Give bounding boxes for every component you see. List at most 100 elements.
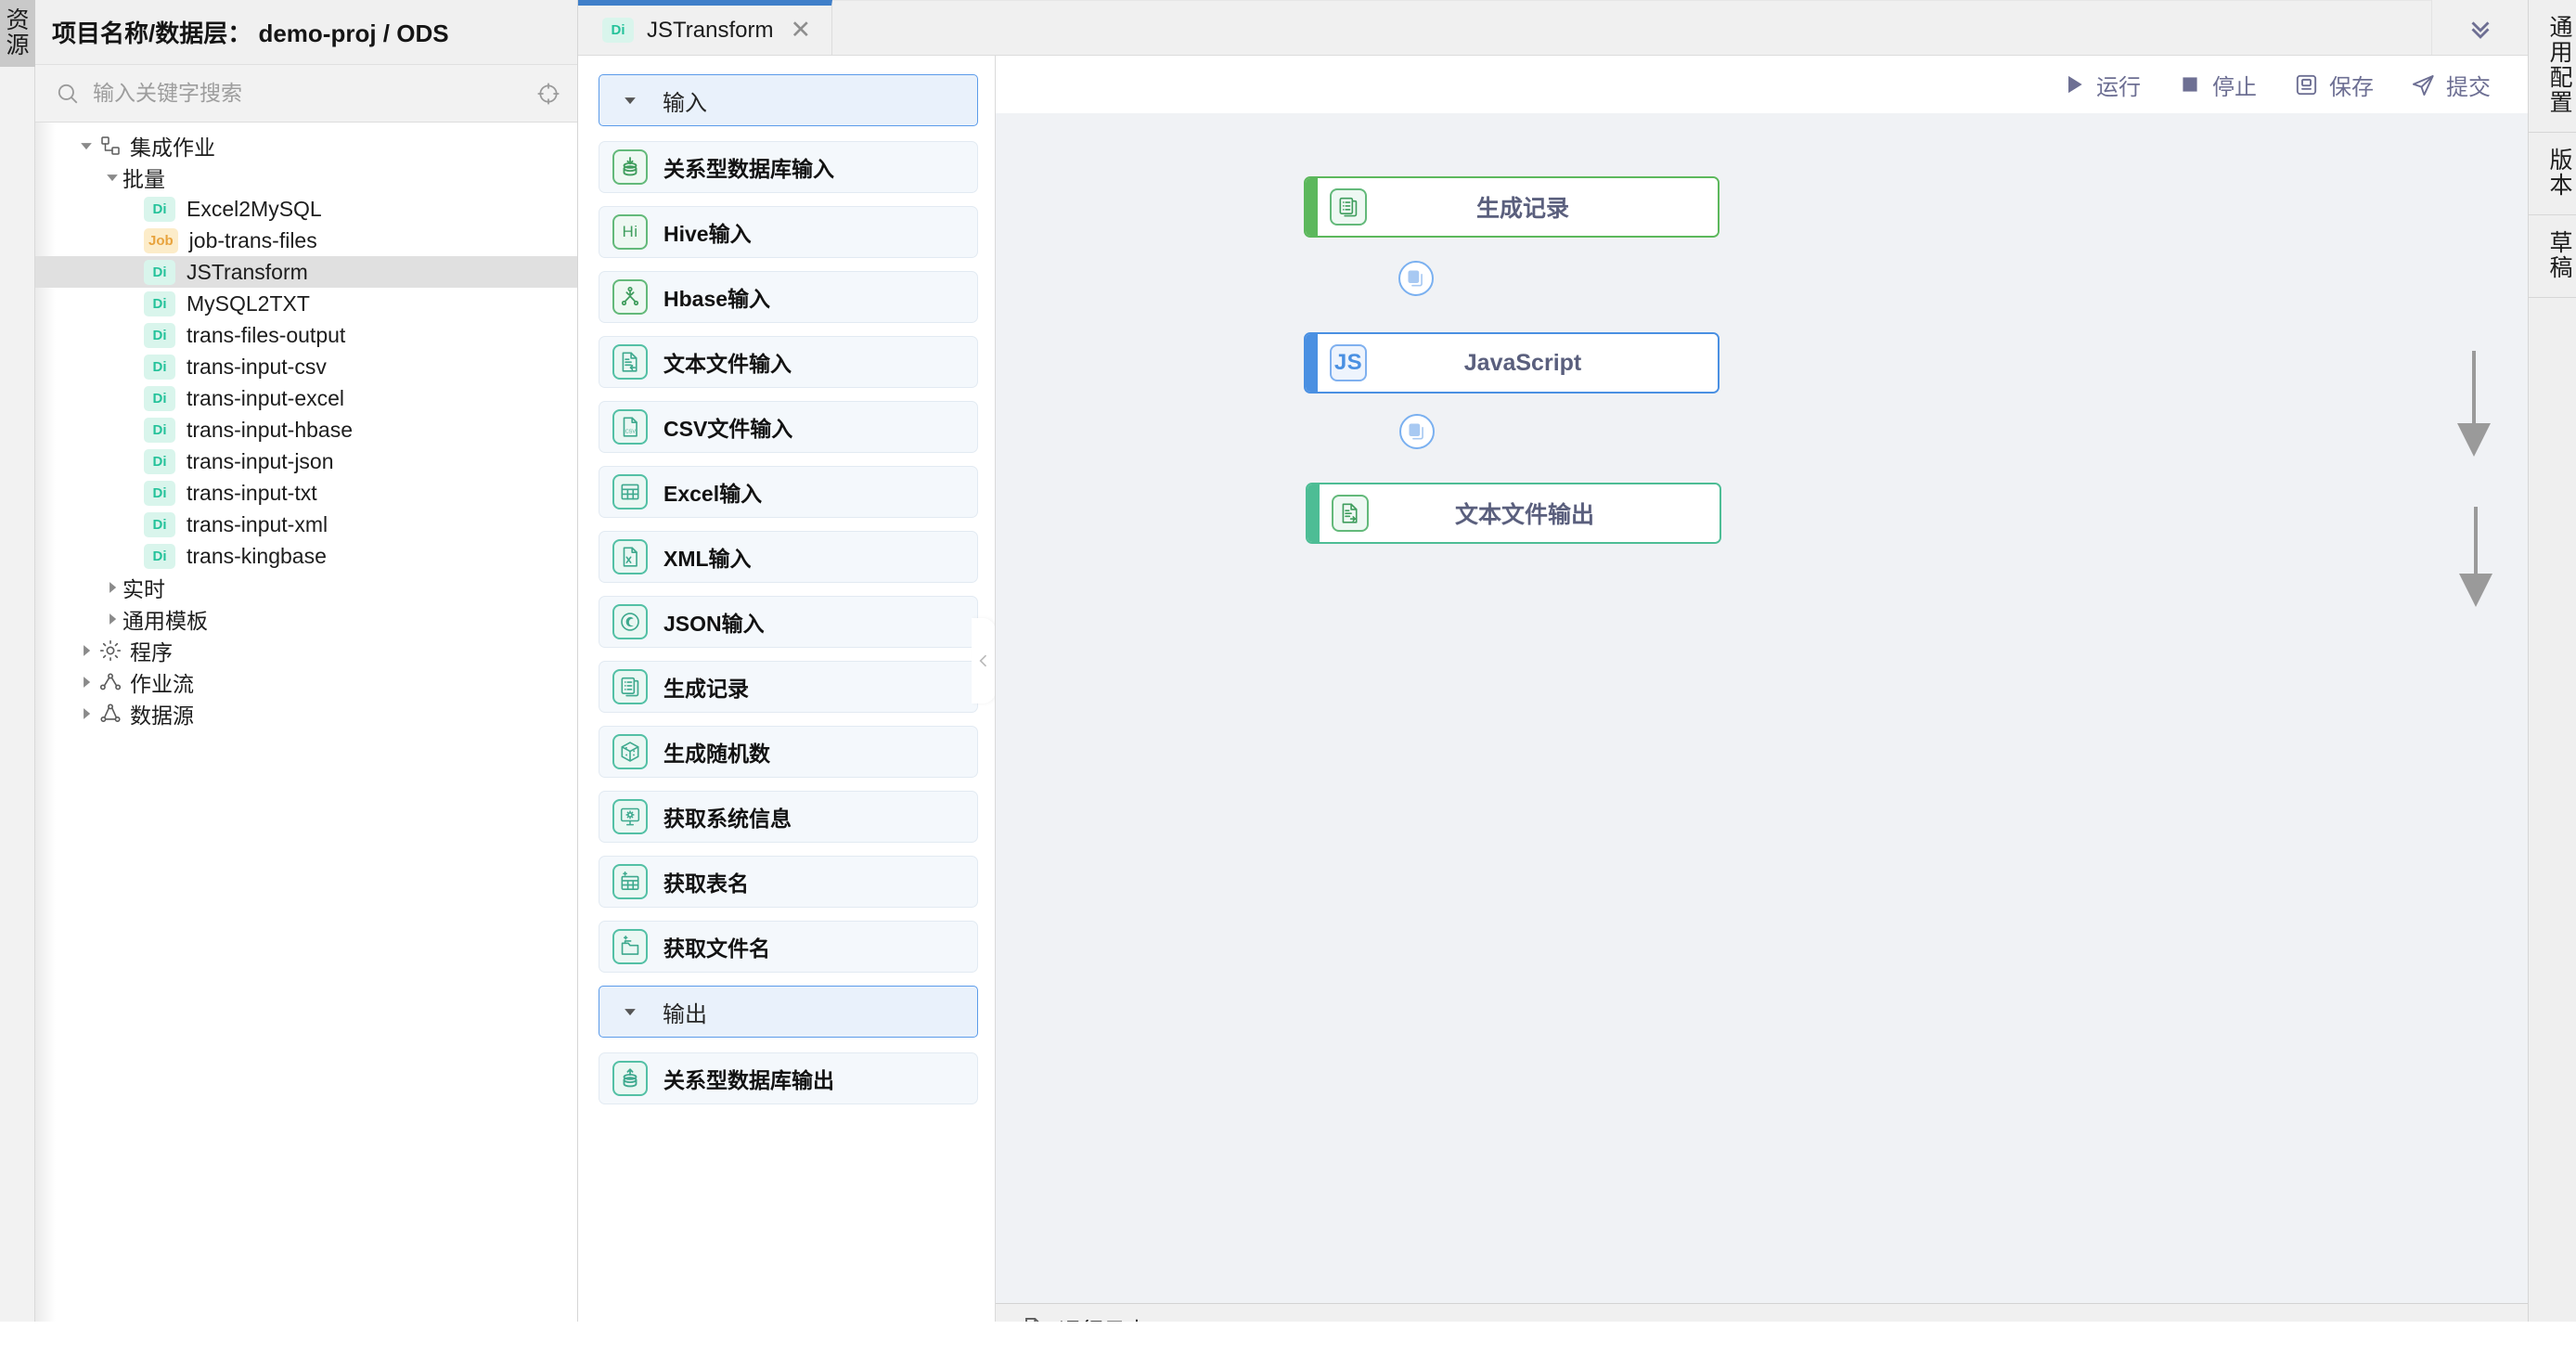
chevron-right-icon[interactable] (102, 577, 122, 598)
chevron-right-icon[interactable] (102, 609, 122, 629)
run-button[interactable]: 运行 (2062, 69, 2141, 101)
edge-copy-badge[interactable] (1398, 261, 1434, 296)
palette-item-label: 生成随机数 (663, 742, 770, 766)
chevron-down-icon[interactable] (618, 91, 642, 110)
hbase-icon (612, 279, 648, 315)
edge-copy-badge[interactable] (1399, 414, 1435, 449)
toolbar-label: 保存 (2329, 74, 2374, 100)
submit-button[interactable]: 提交 (2411, 69, 2491, 101)
chevron-right-icon[interactable] (76, 640, 97, 661)
flow-node-文本文件输出[interactable]: 文本文件输出 (1306, 483, 1721, 544)
palette-item-获取表名[interactable]: 获取表名 (599, 856, 978, 908)
tree-item-label: 实时 (122, 577, 165, 601)
search-input[interactable] (93, 81, 523, 106)
chevron-right-icon[interactable] (76, 672, 97, 692)
save-button[interactable]: 保存 (2294, 69, 2374, 101)
database-in-icon (612, 149, 648, 185)
palette-item-文本文件输入[interactable]: 文本文件输入 (599, 336, 978, 388)
save-icon (2294, 72, 2319, 97)
palette-group-输出[interactable]: 输出 (599, 986, 978, 1038)
tree-item-实时[interactable]: 实时 (35, 572, 577, 603)
palette-item-JSON输入[interactable]: JSON输入 (599, 596, 978, 648)
text-file-in-icon (612, 344, 648, 380)
rail-tab-resources[interactable]: 资源 (0, 0, 35, 67)
explorer-panel: 项目名称/数据层： demo-proj / ODS 集成作业批量DiExcel2… (35, 0, 578, 1355)
palette-item-生成随机数[interactable]: 生成随机数 (599, 726, 978, 778)
chevron-down-icon[interactable] (102, 167, 122, 187)
tree-item-集成作业[interactable]: 集成作业 (35, 130, 577, 161)
palette-item-获取文件名[interactable]: 获取文件名 (599, 921, 978, 973)
node-body: 文本文件输出 (1320, 484, 1719, 542)
dice-icon (612, 734, 648, 769)
palette-item-获取系统信息[interactable]: 获取系统信息 (599, 791, 978, 843)
close-icon[interactable]: ✕ (790, 16, 812, 44)
tree-item-作业流[interactable]: 作业流 (35, 666, 577, 698)
item-type-badge: Job (144, 227, 178, 253)
canvas-toolbar: 运行 停止 保存 提交 (996, 56, 2528, 113)
send-icon (2411, 72, 2436, 97)
tree-item-label: trans-input-txt (187, 480, 317, 505)
toolbar-label: 运行 (2096, 74, 2141, 100)
palette-item-生成记录[interactable]: 生成记录 (599, 661, 978, 713)
stop-button[interactable]: 停止 (2178, 69, 2257, 101)
tab-badge: Di (602, 18, 634, 43)
palette-item-label: 关系型数据库输出 (663, 1068, 834, 1092)
tab-jstransform[interactable]: Di JSTransform ✕ (578, 0, 833, 55)
chevron-right-icon[interactable] (76, 703, 97, 724)
tree-item-label: 数据源 (130, 703, 194, 728)
tree-item-label: trans-input-json (187, 448, 334, 473)
palette-item-关系型数据库输入[interactable]: 关系型数据库输入 (599, 141, 978, 193)
palette-item-关系型数据库输出[interactable]: 关系型数据库输出 (599, 1052, 978, 1104)
palette-collapse-handle[interactable] (972, 618, 995, 703)
palette-item-XML输入[interactable]: XML输入 (599, 531, 978, 583)
tree-item-程序[interactable]: 程序 (35, 635, 577, 666)
right-rail-item-草稿[interactable]: 草稿 (2529, 215, 2576, 298)
chevron-double-down-icon[interactable] (2431, 0, 2528, 55)
tree-item-通用模板[interactable]: 通用模板 (35, 603, 577, 635)
json-icon (612, 604, 648, 639)
palette-item-Excel输入[interactable]: Excel输入 (599, 466, 978, 518)
palette-item-label: 获取表名 (663, 871, 749, 896)
palette-group-label: 输入 (663, 90, 707, 116)
tree-item-label: trans-input-excel (187, 385, 345, 410)
palette-item-label: Excel输入 (663, 482, 763, 506)
flow-node-生成记录[interactable]: 生成记录 (1304, 176, 1719, 238)
palette-item-Hbase输入[interactable]: Hbase输入 (599, 271, 978, 323)
tree-item-label: 批量 (122, 167, 165, 191)
tree-item-数据源[interactable]: 数据源 (35, 698, 577, 729)
generate-records-icon (1330, 188, 1367, 226)
chevron-down-icon[interactable] (76, 136, 97, 156)
right-rail-item-通用配置[interactable]: 通用配置 (2529, 0, 2576, 133)
play-icon (2062, 72, 2086, 97)
page-title: 项目名称/数据层： demo-proj / ODS (52, 19, 449, 47)
palette-group-label: 输出 (663, 1001, 707, 1027)
item-type-badge: Di (144, 354, 175, 380)
palette-group-输入[interactable]: 输入 (599, 74, 978, 126)
target-icon[interactable] (536, 82, 560, 106)
chevron-down-icon[interactable] (618, 1002, 642, 1021)
toolbar-label: 停止 (2212, 74, 2257, 100)
tree-item-label: 集成作业 (130, 136, 215, 160)
tree-item-批量[interactable]: 批量 (35, 161, 577, 193)
tree-item-label: 通用模板 (122, 609, 208, 633)
right-rail-item-版本[interactable]: 版本 (2529, 133, 2576, 215)
